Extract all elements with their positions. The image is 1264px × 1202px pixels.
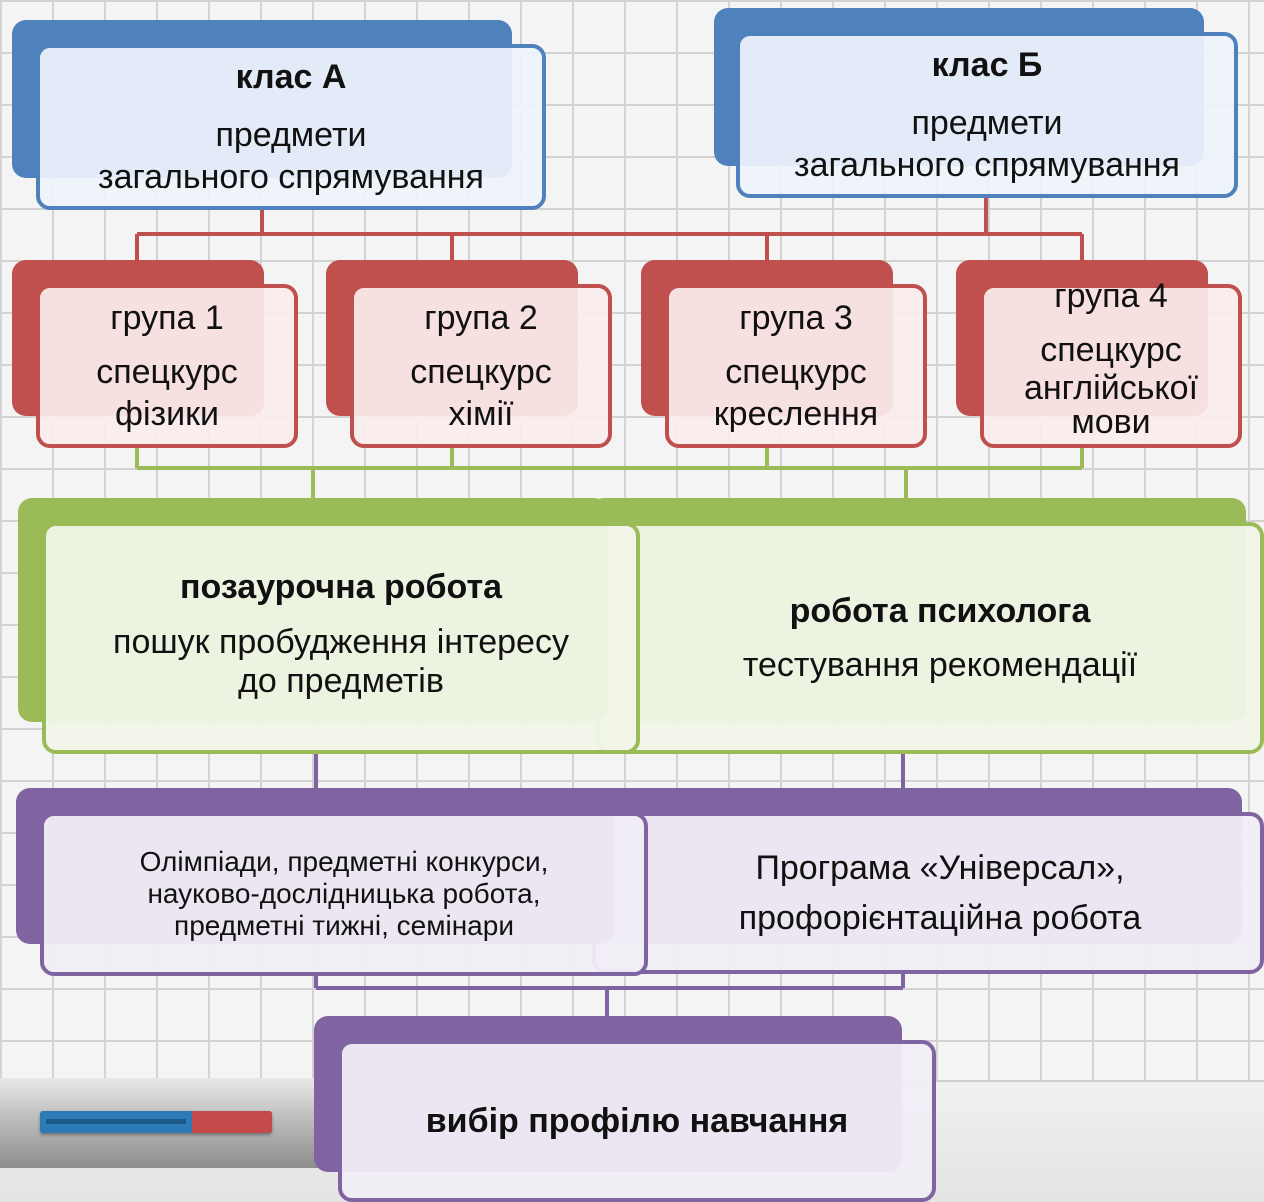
group-1-course: спецкурс [96, 353, 238, 391]
group-1-subject: фізики [115, 395, 219, 433]
group-4-subject: англійської [1023, 369, 1199, 407]
group-4-subject-cont: мови [1071, 403, 1151, 441]
group-3-title: група 3 [739, 299, 853, 337]
class-a-subjects: предмети [215, 116, 367, 154]
group-3-course: спецкурс [725, 353, 867, 391]
psychologist-desc: тестування рекомендації [742, 646, 1138, 684]
marker-icon [40, 1111, 272, 1133]
extracurricular-desc-2: до предметів [238, 662, 444, 700]
class-b-focus: загального спрямування [794, 146, 1180, 184]
program-line-2: профорієнтаційна робота [738, 899, 1142, 937]
class-b-subjects: предмети [911, 104, 1063, 142]
group-4-course: спецкурс [1040, 331, 1182, 369]
class-b-title: клас Б [931, 46, 1043, 84]
program-line-1: Програма «Універсал», [755, 849, 1125, 887]
group-1-title: група 1 [110, 299, 224, 337]
activities-line-3: предметні тижні, семінари [174, 910, 514, 941]
class-a-focus: загального спрямування [98, 158, 484, 196]
group-3-subject: креслення [713, 395, 879, 433]
group-2-course: спецкурс [410, 353, 552, 391]
extracurricular-title: позаурочна робота [179, 568, 503, 606]
group-4-title: група 4 [1054, 277, 1168, 315]
activities-line-2: науково-дослідницька робота, [147, 878, 541, 909]
activities-line-1: Олімпіади, предметні конкурси, [139, 846, 549, 877]
group-2-title: група 2 [424, 299, 538, 337]
group-2-subject: хімії [448, 395, 514, 433]
result-title: вибір профілю навчання [425, 1102, 849, 1140]
extracurricular-desc-1: пошук пробудження інтересу [113, 623, 569, 661]
class-a-title: клас А [235, 58, 347, 96]
psychologist-title: робота психолога [789, 592, 1091, 630]
